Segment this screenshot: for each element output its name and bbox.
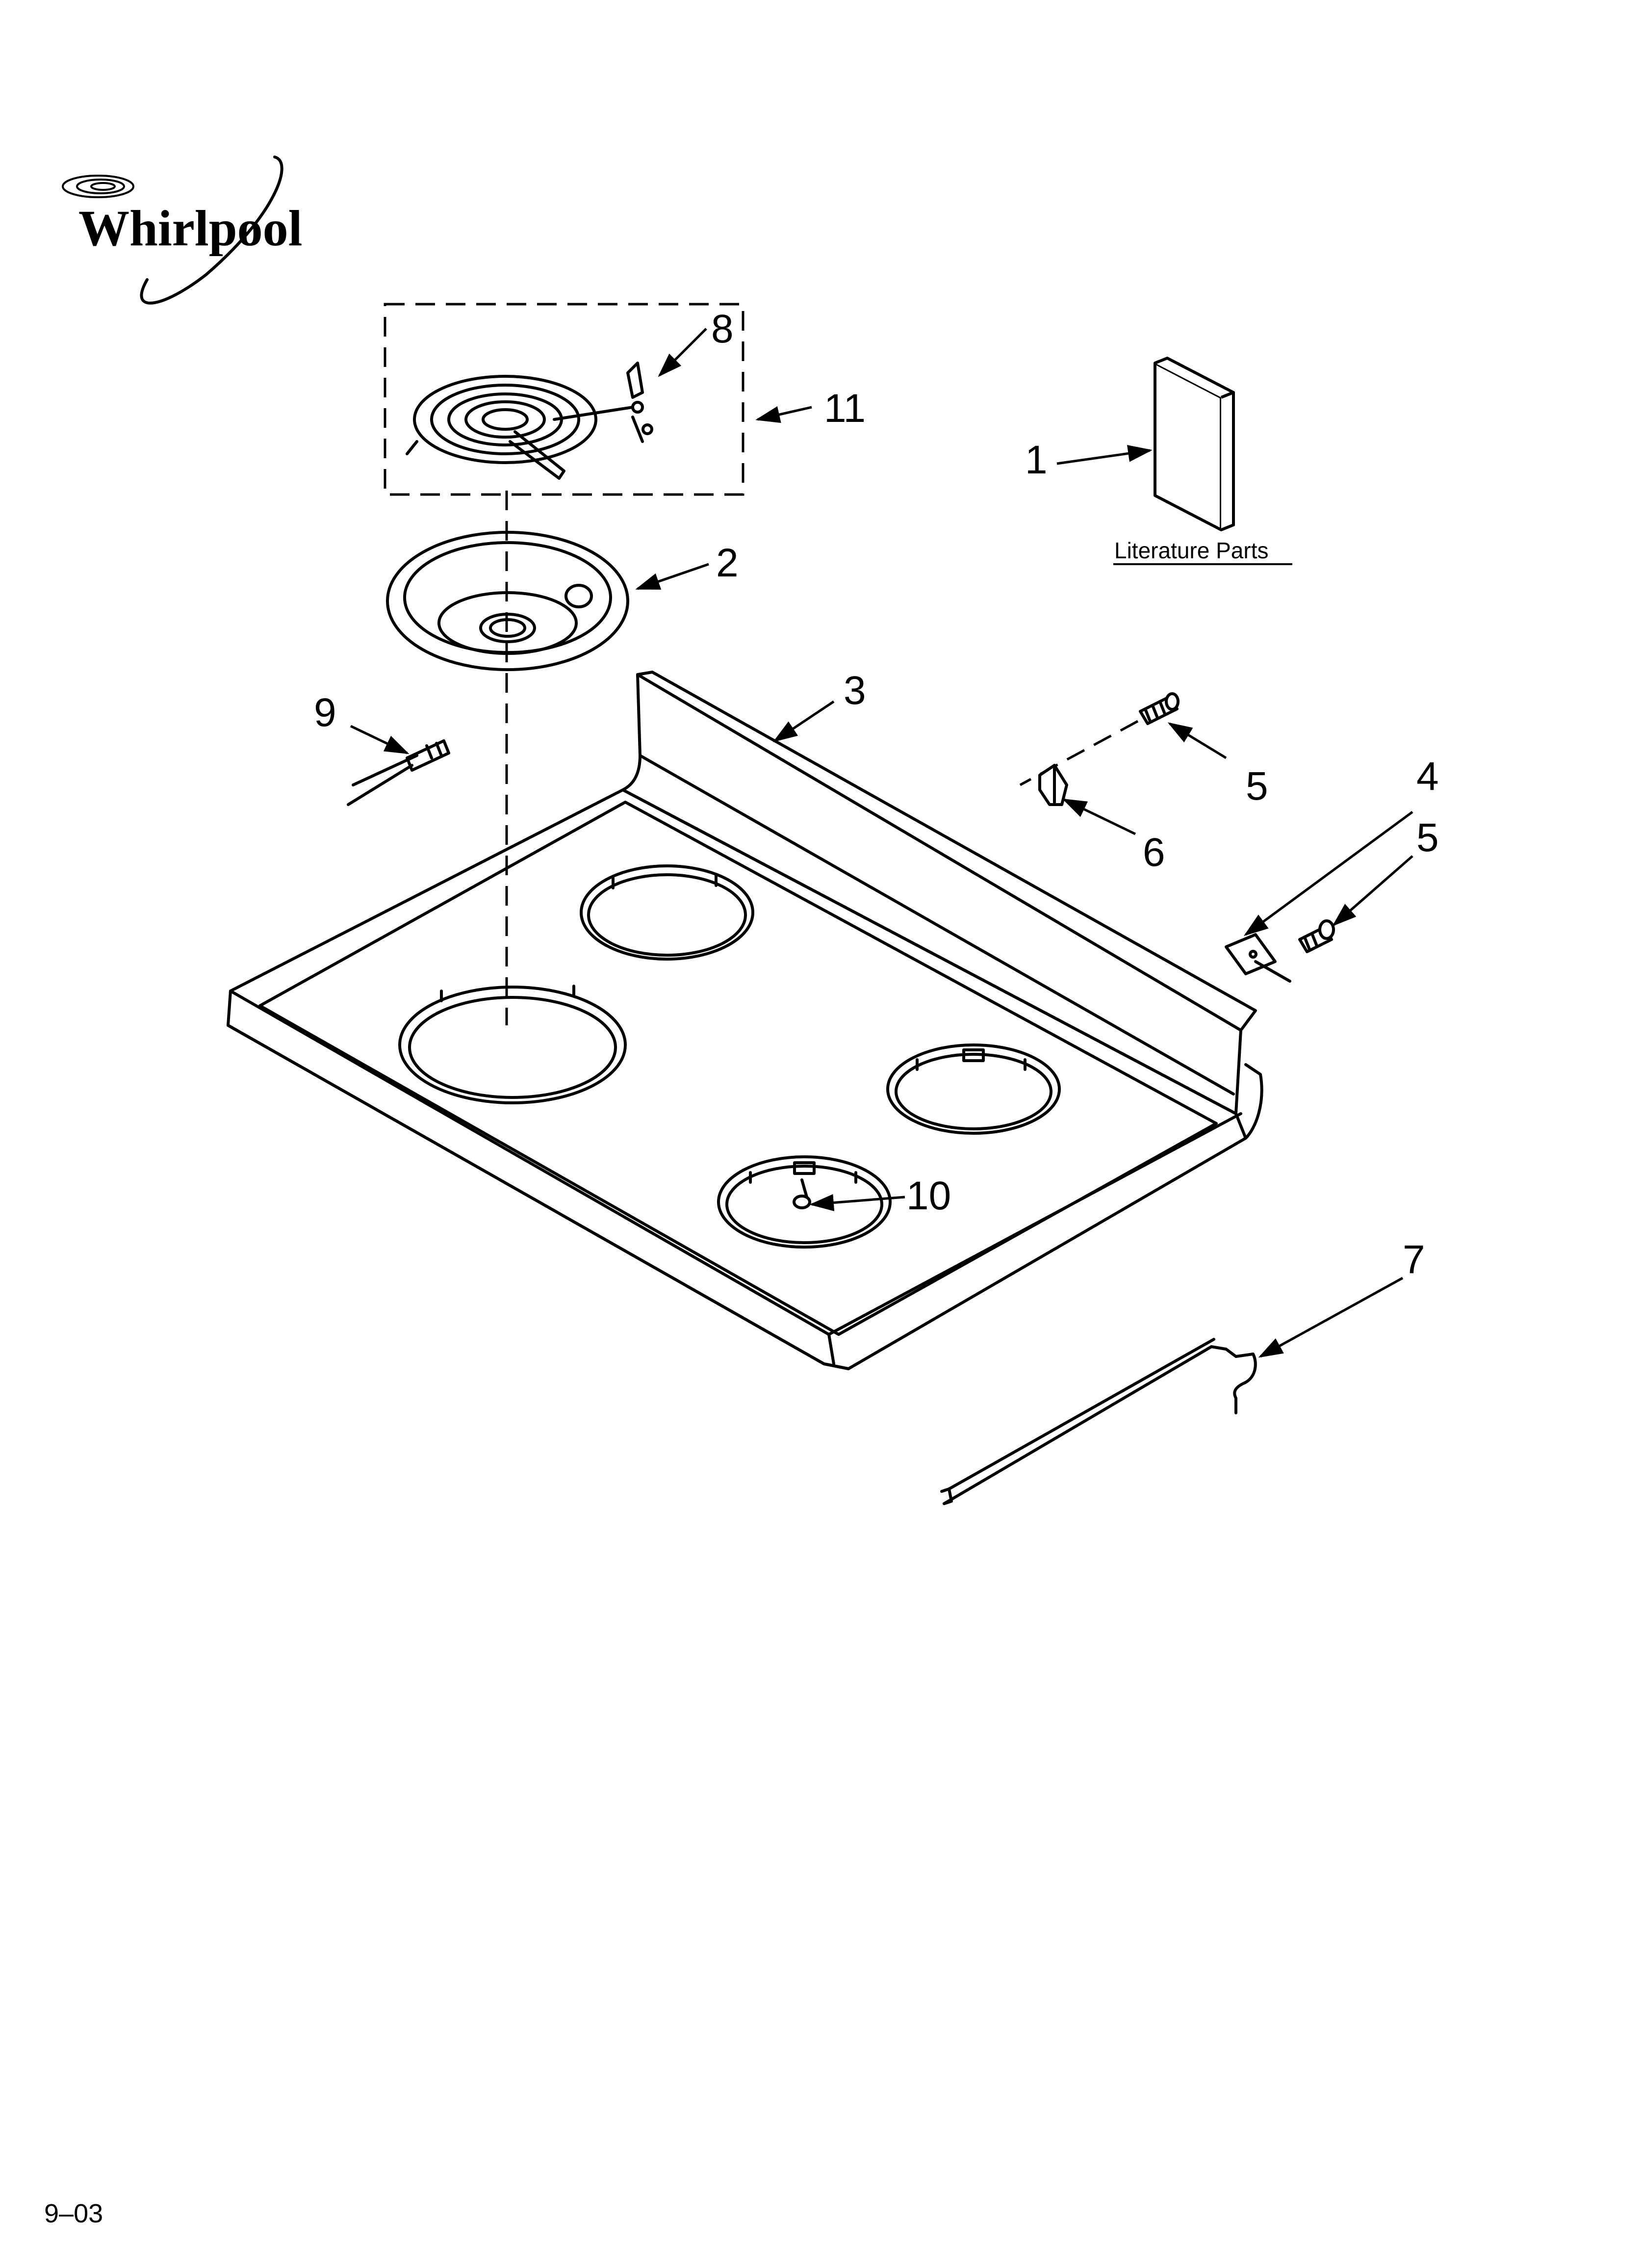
arrow-11 — [755, 406, 812, 423]
callout-7: 7 — [1403, 1237, 1425, 1282]
terminal-block-part — [626, 362, 653, 443]
arrow-5-lower — [1332, 855, 1413, 927]
callout-2: 2 — [716, 541, 739, 585]
arrow-8 — [658, 328, 707, 377]
arrow-5-upper — [1167, 722, 1227, 759]
callout-3: 3 — [844, 668, 866, 713]
rod-part — [940, 1338, 1257, 1505]
logo-wordmark: Whirlpool — [78, 200, 303, 257]
callout-1: 1 — [1025, 438, 1048, 482]
whirlpool-logo: Whirlpool — [62, 156, 303, 305]
surface-element-coil — [406, 375, 634, 480]
callout-5-lower: 5 — [1416, 815, 1439, 860]
screw-part — [793, 1178, 811, 1209]
burner-opening-front-right — [717, 1155, 892, 1249]
arrow-4 — [1243, 810, 1413, 936]
burner-opening-rear-right — [886, 1043, 1061, 1135]
callout-9: 9 — [314, 690, 336, 735]
arrow-7 — [1258, 1277, 1404, 1358]
arrow-1 — [1056, 445, 1153, 465]
cooktop-main-top — [227, 671, 1263, 1370]
clip-part — [1038, 764, 1068, 806]
surface-element-group — [384, 303, 744, 496]
screw-upper-part — [1019, 692, 1180, 786]
arrow-3 — [772, 700, 835, 742]
burner-opening-front-left — [398, 985, 627, 1104]
callout-6: 6 — [1143, 830, 1165, 875]
callout-10: 10 — [906, 1173, 951, 1218]
screw-lower-part — [1298, 919, 1335, 953]
arrow-2 — [635, 563, 709, 590]
callout-11: 11 — [824, 386, 866, 431]
arrow-9 — [350, 725, 410, 755]
literature-parts-label: Literature Parts — [1114, 538, 1268, 563]
callout-5-upper: 5 — [1246, 764, 1268, 808]
bracket-part — [1225, 933, 1291, 983]
callout-labels: 8 11 1 2 3 9 5 4 6 5 10 7 — [314, 307, 1439, 1282]
date-code: 9–03 — [44, 2199, 103, 2228]
arrow-10 — [809, 1194, 905, 1211]
swirl-icon — [62, 156, 283, 305]
callout-arrows — [350, 328, 1413, 1358]
literature-parts-booklet: Literature Parts — [1113, 357, 1292, 565]
burner-opening-rear-left — [580, 864, 754, 961]
callout-4: 4 — [1416, 754, 1439, 799]
drip-bowl-part — [386, 531, 629, 671]
callout-8: 8 — [711, 307, 734, 351]
screw-alignment-line — [1019, 720, 1139, 786]
terminal-connector-part — [347, 739, 450, 806]
arrow-6 — [1062, 798, 1136, 835]
